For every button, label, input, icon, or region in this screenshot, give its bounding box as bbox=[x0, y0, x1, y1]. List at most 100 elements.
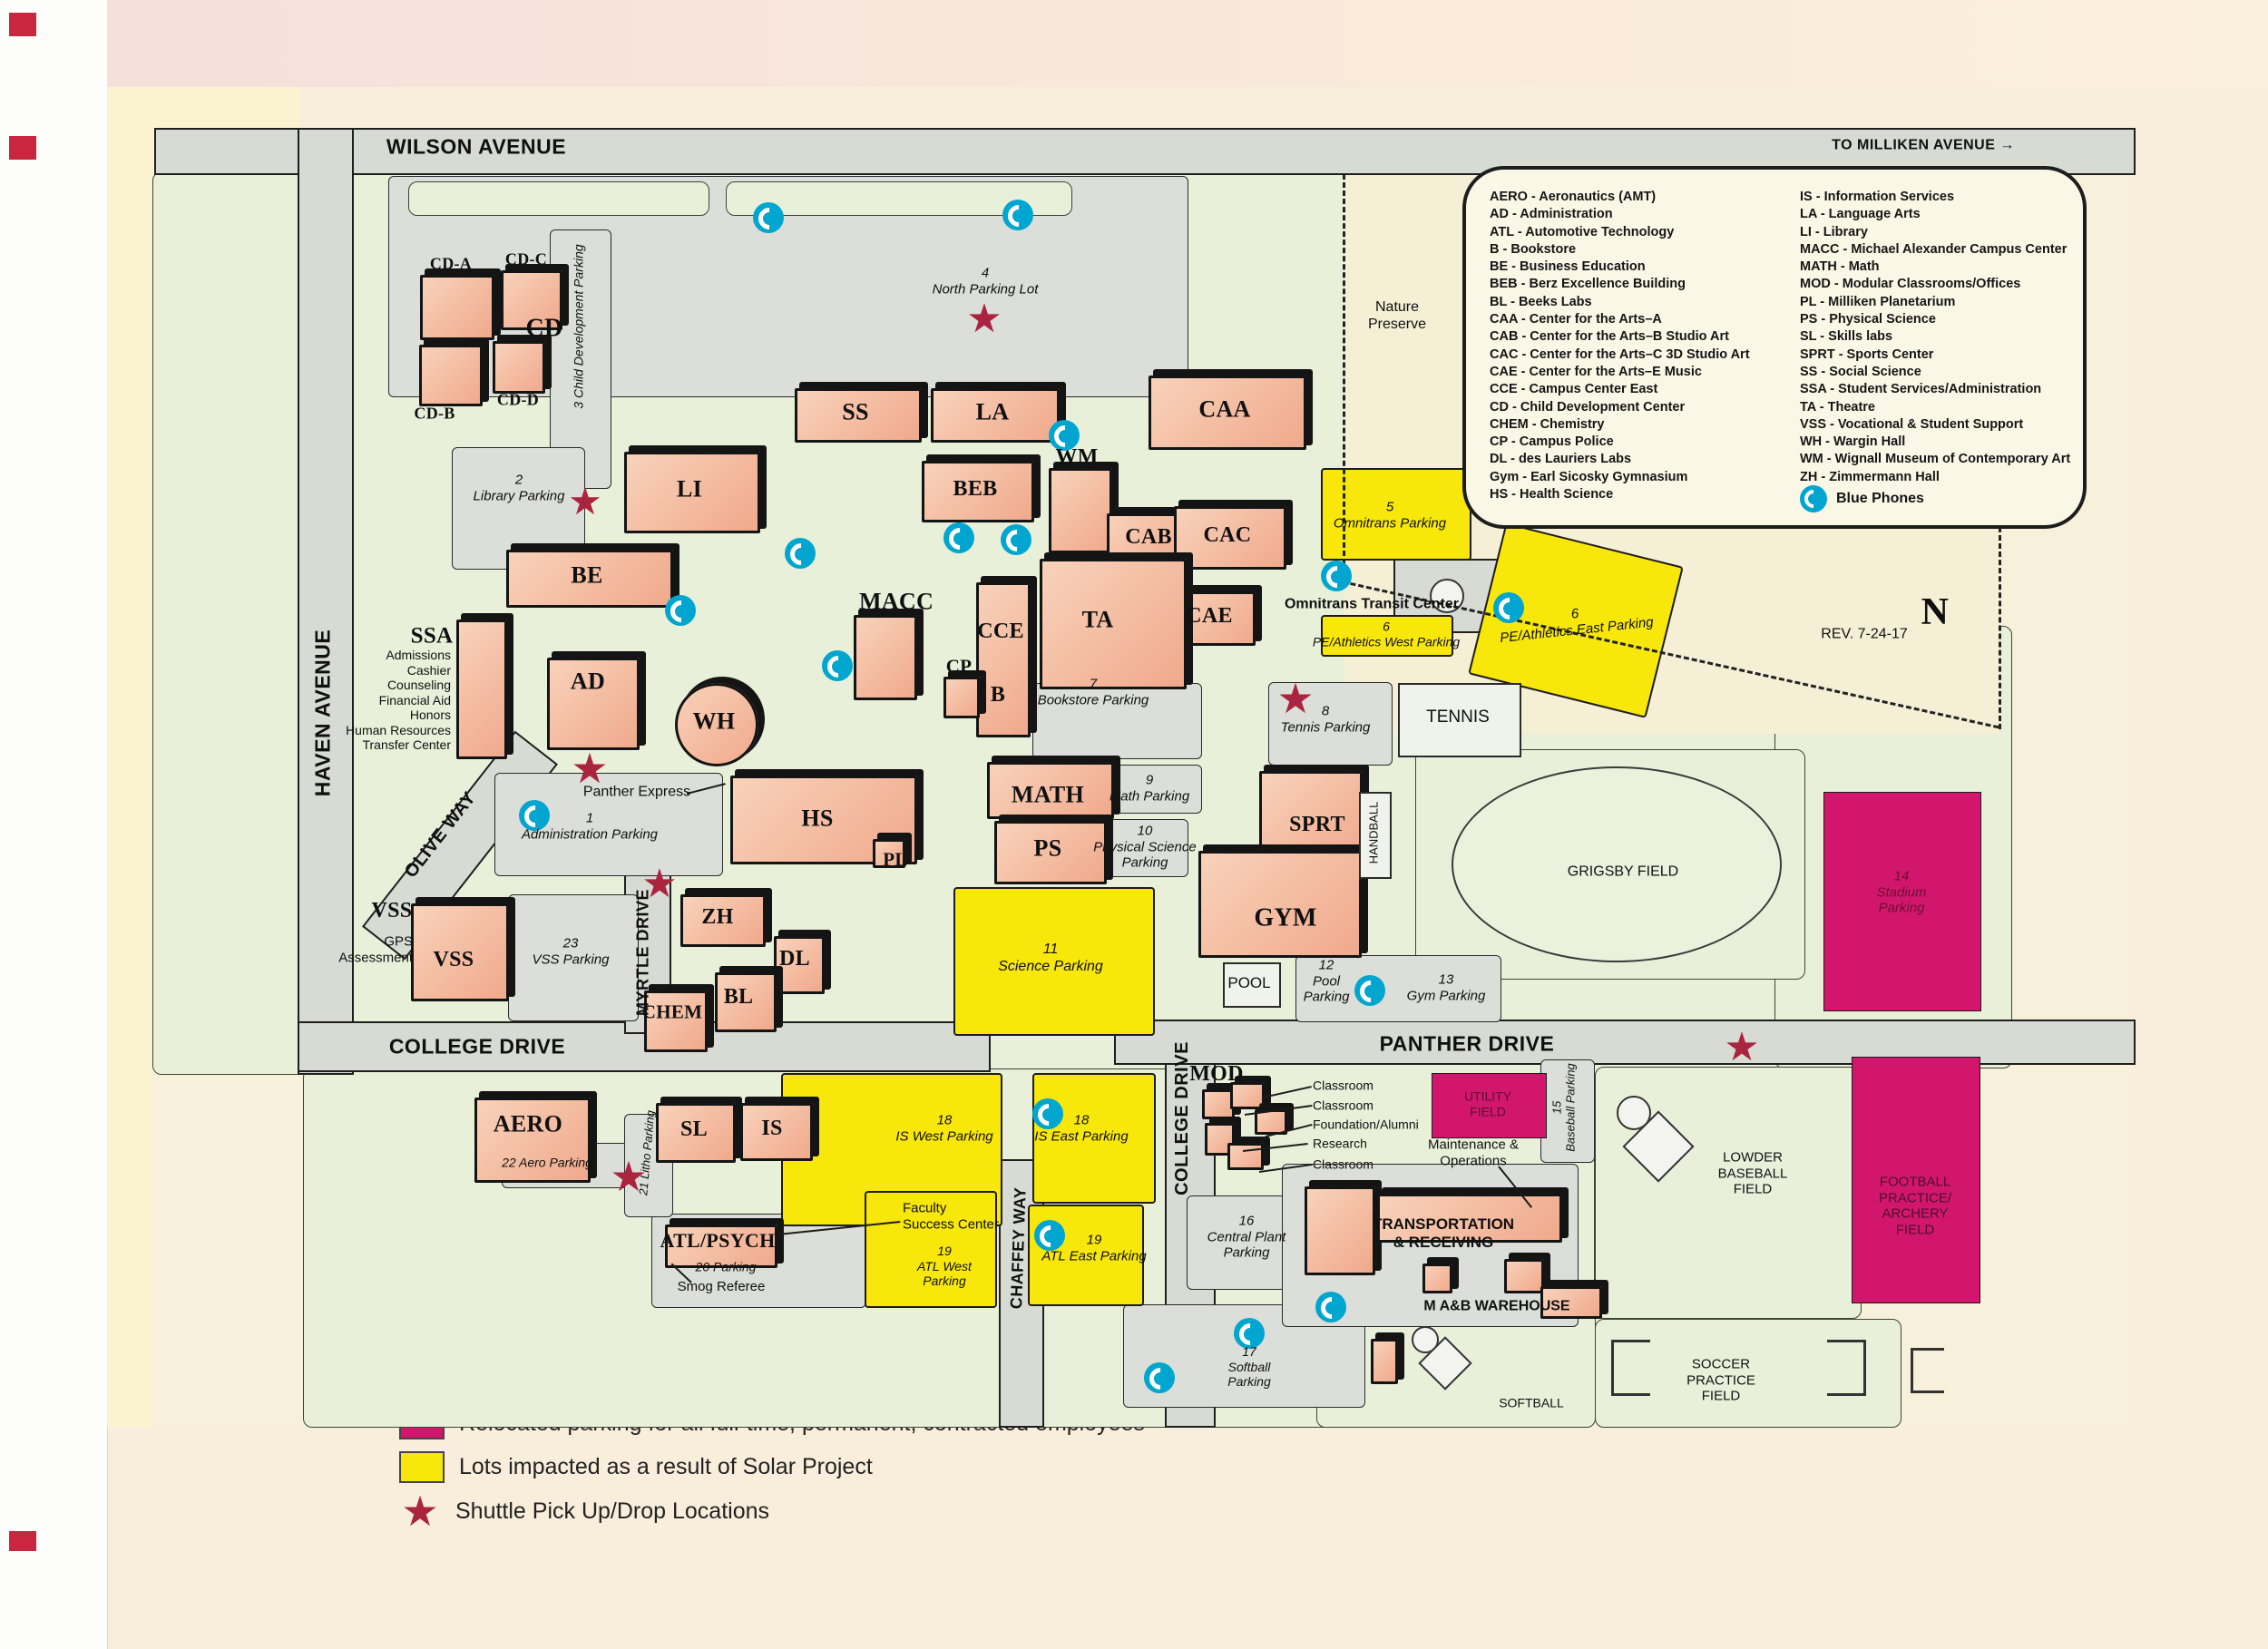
legend-entry: SPRT - Sports Center bbox=[1800, 346, 1934, 362]
blue-phone-icon bbox=[519, 800, 550, 831]
building-transport-3 bbox=[1422, 1264, 1452, 1293]
label-is: IS bbox=[761, 1116, 783, 1140]
label-ta: TA bbox=[1081, 606, 1114, 633]
blue-phone-icon bbox=[753, 202, 784, 233]
lot-lot18-is-east bbox=[1032, 1073, 1156, 1204]
lot-library-parking bbox=[452, 447, 585, 570]
blue-phone-icon bbox=[1144, 1362, 1175, 1393]
shuttle-star-icon: ★ bbox=[966, 296, 1002, 342]
building-transport-2 bbox=[1377, 1194, 1562, 1243]
label-mod: MOD bbox=[1189, 1061, 1244, 1086]
lot-child-dev-parking bbox=[550, 229, 611, 489]
label-12: 12 Pool Parking bbox=[1303, 957, 1350, 1005]
label-pool: POOL bbox=[1227, 973, 1271, 991]
lot-pool-gym-parking bbox=[1295, 955, 1501, 1022]
soccer-goal-right bbox=[1827, 1340, 1866, 1396]
legend-entry: WM - Wignall Museum of Contemporary Art bbox=[1800, 452, 2071, 467]
label-4: 4 North Parking Lot bbox=[932, 265, 1039, 297]
page-top-band bbox=[107, 0, 2268, 87]
building-cce bbox=[976, 582, 1031, 737]
label-smog-referee: Smog Referee bbox=[677, 1279, 766, 1295]
blue-phone-icon bbox=[943, 522, 974, 553]
legend-entry: LI - Library bbox=[1800, 224, 1868, 239]
label-15: 15 Baseball Parking bbox=[1549, 1063, 1578, 1152]
building-zh bbox=[680, 894, 766, 947]
label-11: 11 Science Parking bbox=[998, 942, 1103, 974]
label-nature: Nature Preserve bbox=[1367, 299, 1427, 332]
label-zh: ZH bbox=[701, 904, 734, 929]
label-omnitrans-transit-center: Omnitrans Transit Center bbox=[1284, 596, 1460, 612]
lot-bookstore-parking bbox=[1032, 683, 1202, 759]
building-ad bbox=[547, 658, 640, 750]
building-legend-panel: AERO - Aeronautics (AMT)AD - Administrat… bbox=[1462, 166, 2087, 529]
label-m-a-b-warehouse: M A&B WAREHOUSE bbox=[1423, 1298, 1570, 1314]
label-hs: HS bbox=[801, 805, 834, 832]
shuttle-star-icon: ★ bbox=[1724, 1024, 1760, 1070]
lot-utility-field bbox=[1432, 1073, 1547, 1138]
legend-entry: CD - Child Development Center bbox=[1490, 399, 1686, 415]
building-gym bbox=[1198, 851, 1362, 958]
label-10: 10 Physical Science Parking bbox=[1093, 823, 1197, 871]
label-ps: PS bbox=[1033, 834, 1062, 862]
building-mod-2 bbox=[1230, 1082, 1265, 1109]
building-warehouse bbox=[1540, 1286, 1602, 1319]
blue-phone-icon bbox=[1234, 1318, 1265, 1349]
registration-mark bbox=[9, 13, 36, 36]
shuttle-star-icon: ★ bbox=[568, 479, 602, 523]
building-sl bbox=[656, 1103, 736, 1163]
label-utility: UTILITY FIELD bbox=[1463, 1088, 1512, 1118]
label-23: 23 VSS Parking bbox=[532, 935, 610, 967]
registration-mark bbox=[9, 1531, 36, 1551]
legend-solar-lots: Lots impacted as a result of Solar Proje… bbox=[399, 1451, 873, 1483]
label-5: 5 Omnitrans Parking bbox=[1333, 499, 1447, 531]
label-vss: VSS bbox=[433, 947, 474, 971]
label-admissions: Admissions Cashier Counseling Financial … bbox=[346, 648, 451, 753]
blue-phones-legend: Blue Phones bbox=[1800, 485, 1924, 512]
building-atl-psych bbox=[665, 1225, 777, 1268]
legend-column-left: AERO - Aeronautics (AMT)AD - Administrat… bbox=[1490, 189, 1789, 503]
label-bl: BL bbox=[723, 984, 754, 1009]
label-classroom: Classroom bbox=[1313, 1098, 1374, 1113]
blue-phone-icon bbox=[1354, 975, 1385, 1006]
building-macc bbox=[854, 615, 917, 700]
legend-shuttle: ★ Shuttle Pick Up/Drop Locations bbox=[399, 1490, 769, 1532]
building-softball-bldg bbox=[1371, 1339, 1398, 1384]
label-cae: CAE bbox=[1186, 603, 1233, 628]
building-ps bbox=[994, 821, 1107, 884]
building-li bbox=[624, 452, 760, 533]
label-wh: WH bbox=[692, 707, 736, 735]
lot-lot19-atl-west bbox=[865, 1191, 997, 1308]
blue-phone-icon bbox=[1321, 561, 1352, 591]
legend-entry: LA - Language Arts bbox=[1800, 207, 1921, 222]
legend-entry: WH - Wargin Hall bbox=[1800, 434, 1906, 450]
label-beb: BEB bbox=[953, 476, 998, 501]
label-cac: CAC bbox=[1203, 522, 1252, 547]
building-chem bbox=[644, 990, 708, 1052]
label-ssa: SSA bbox=[410, 623, 454, 649]
lot-baseball-parking bbox=[1540, 1059, 1595, 1163]
building-ta bbox=[1040, 559, 1187, 689]
label-20-parking: 20 Parking bbox=[695, 1259, 757, 1274]
label-8: 8 Tennis Parking bbox=[1280, 703, 1371, 735]
label-gps: GPS Assessment bbox=[338, 933, 413, 965]
label-classroom: Classroom bbox=[1313, 1156, 1374, 1172]
label-panther-express: Panther Express bbox=[582, 784, 691, 800]
building-dl bbox=[774, 936, 825, 994]
legend-entry: TA - Theatre bbox=[1800, 399, 1875, 415]
legend-entry: CHEM - Chemistry bbox=[1490, 416, 1605, 432]
road-haven-avenue bbox=[298, 128, 354, 1075]
legend-entry: BE - Business Education bbox=[1490, 259, 1646, 275]
label-cce: CCE bbox=[977, 619, 1024, 643]
shuttle-star-icon: ★ bbox=[610, 1152, 648, 1201]
lot-lot11-science bbox=[953, 887, 1155, 1036]
legend-entry: SL - Skills labs bbox=[1800, 329, 1893, 345]
building-mod-5 bbox=[1227, 1143, 1264, 1170]
legend-entry: BEB - Berz Excellence Building bbox=[1490, 277, 1686, 292]
shuttle-star-icon: ★ bbox=[1276, 674, 1315, 723]
blue-phone-icon bbox=[1800, 485, 1827, 512]
building-cp bbox=[943, 677, 980, 718]
label-foundation-alumni: Foundation/Alumni bbox=[1313, 1117, 1419, 1132]
label-6: 6 PE/Athletics West Parking bbox=[1312, 619, 1461, 649]
legend-entry: VSS - Vocational & Student Support bbox=[1800, 416, 2024, 432]
label-li: LI bbox=[676, 475, 703, 503]
